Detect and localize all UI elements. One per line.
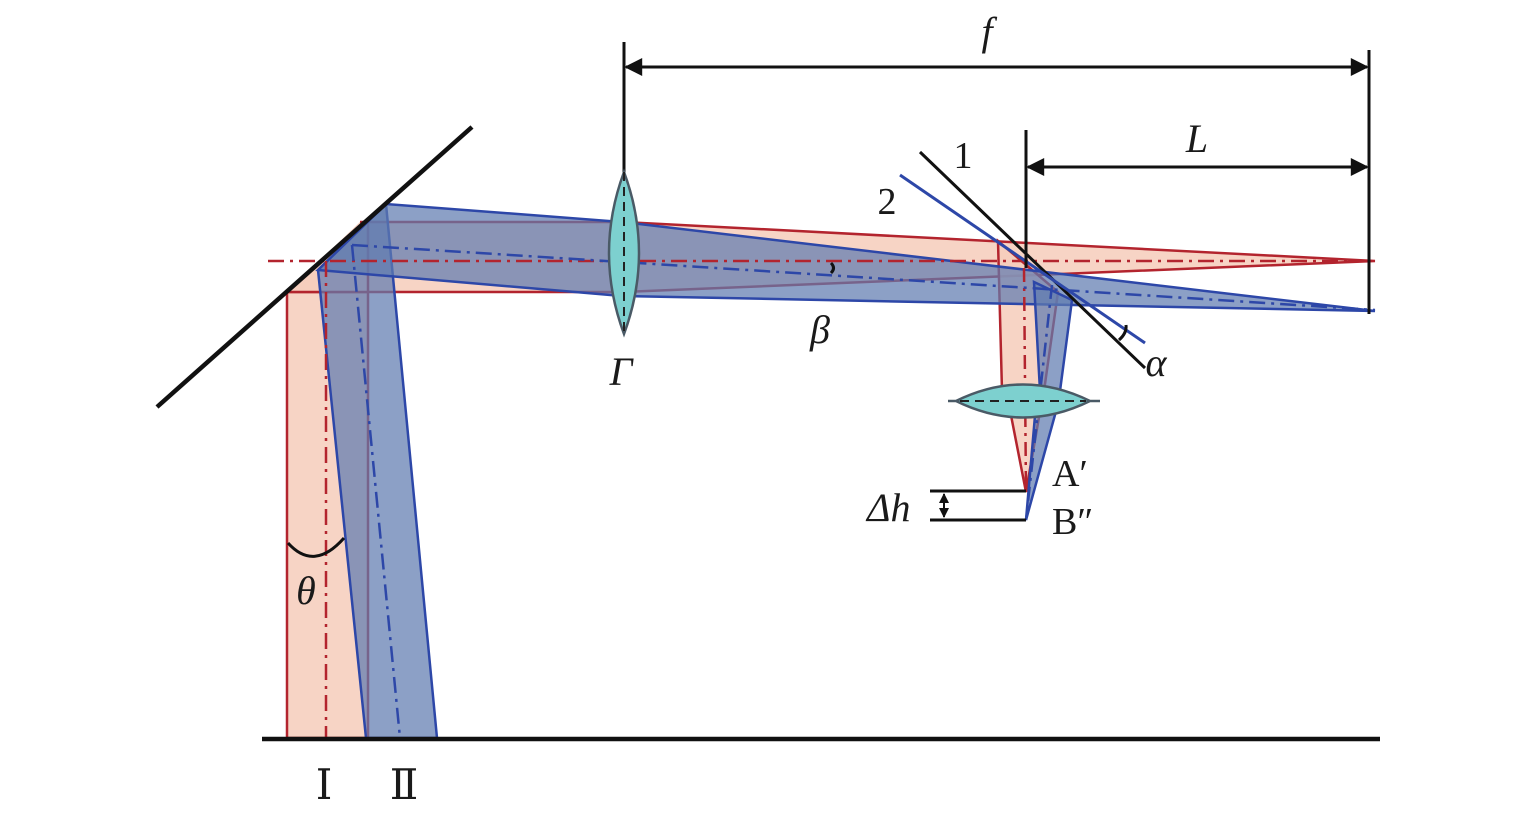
label-line-2: 2	[878, 181, 897, 223]
label-alpha: α	[1146, 340, 1168, 385]
splitter-2	[899, 173, 1146, 345]
label-beam-2: Ⅱ	[390, 763, 419, 809]
label-delta-h: Δh	[865, 485, 910, 530]
label-a-prime: A′	[1052, 453, 1088, 495]
label-theta: θ	[296, 568, 316, 613]
alpha-arc	[1117, 324, 1128, 342]
beta-arc	[829, 261, 835, 275]
beam-2-blue	[315, 201, 1376, 740]
theta-arc	[286, 537, 346, 558]
delta-h-marker	[930, 489, 1026, 522]
lens-secondary	[948, 383, 1100, 419]
label-f: f	[981, 9, 997, 54]
label-b-double-prime: B″	[1052, 501, 1093, 543]
label-L: L	[1185, 116, 1208, 161]
label-beam-1: Ⅰ	[316, 763, 333, 809]
label-line-1: 1	[954, 135, 973, 177]
main-mirror	[155, 125, 474, 409]
beam-2-reflected	[1032, 279, 1074, 393]
splitter-1	[918, 150, 1147, 370]
lens-gamma	[607, 168, 641, 338]
label-beta: β	[809, 307, 830, 352]
label-gamma: Γ	[609, 349, 635, 394]
